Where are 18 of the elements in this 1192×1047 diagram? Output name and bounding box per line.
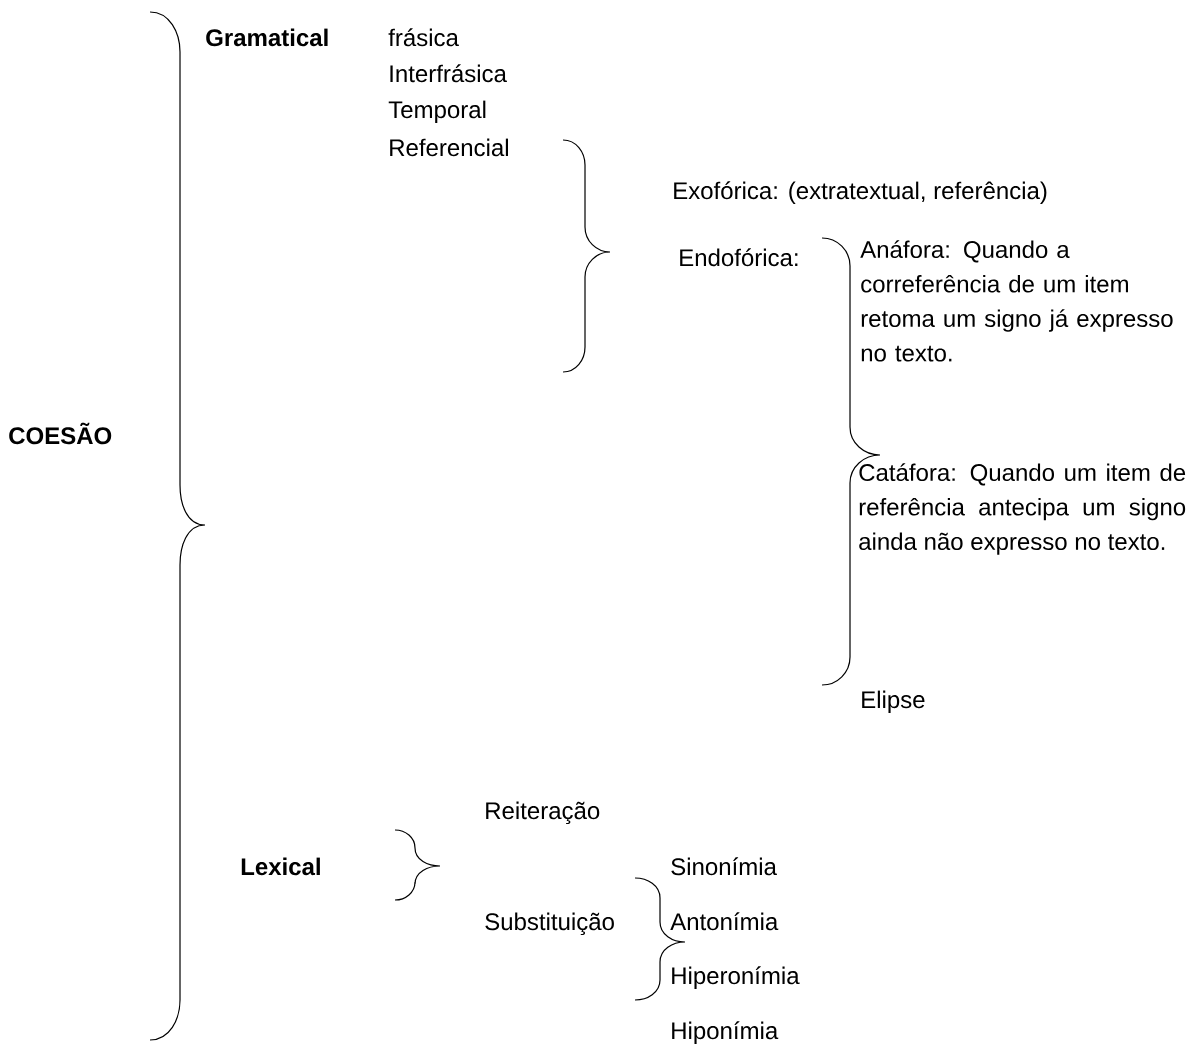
label-text: Sinonímia: [671, 857, 777, 876]
label-text: Substituição: [485, 912, 614, 936]
label-text: Temporal: [388, 100, 486, 123]
label-text: Referencial: [390, 138, 508, 157]
label-text: Lexical: [241, 857, 320, 876]
label-text: Interfrásica: [390, 64, 507, 83]
label-text: Hiperonímia: [672, 966, 800, 989]
label-text: Exofórica: (extratextual, referência): [674, 181, 1047, 204]
paragraph-text: Catáfora: Quando um item de referência antecipa um signo ainda não expresso no texto.: [859, 463, 1186, 555]
label-text: Reiteração: [486, 801, 600, 825]
label-text: Endofórica:: [680, 248, 798, 267]
label-text: Elipse: [862, 690, 925, 713]
label-text: Hiponímia: [672, 1021, 779, 1044]
label-text: Antonímia: [670, 912, 779, 931]
label-text: COESÃO: [9, 422, 112, 445]
label-text: frásica: [388, 28, 459, 47]
label-text: Gramatical: [206, 28, 328, 47]
paragraph-text: Anáfora: Quando a correferência de um item retoma um signo já expresso no texto.: [860, 240, 1173, 362]
